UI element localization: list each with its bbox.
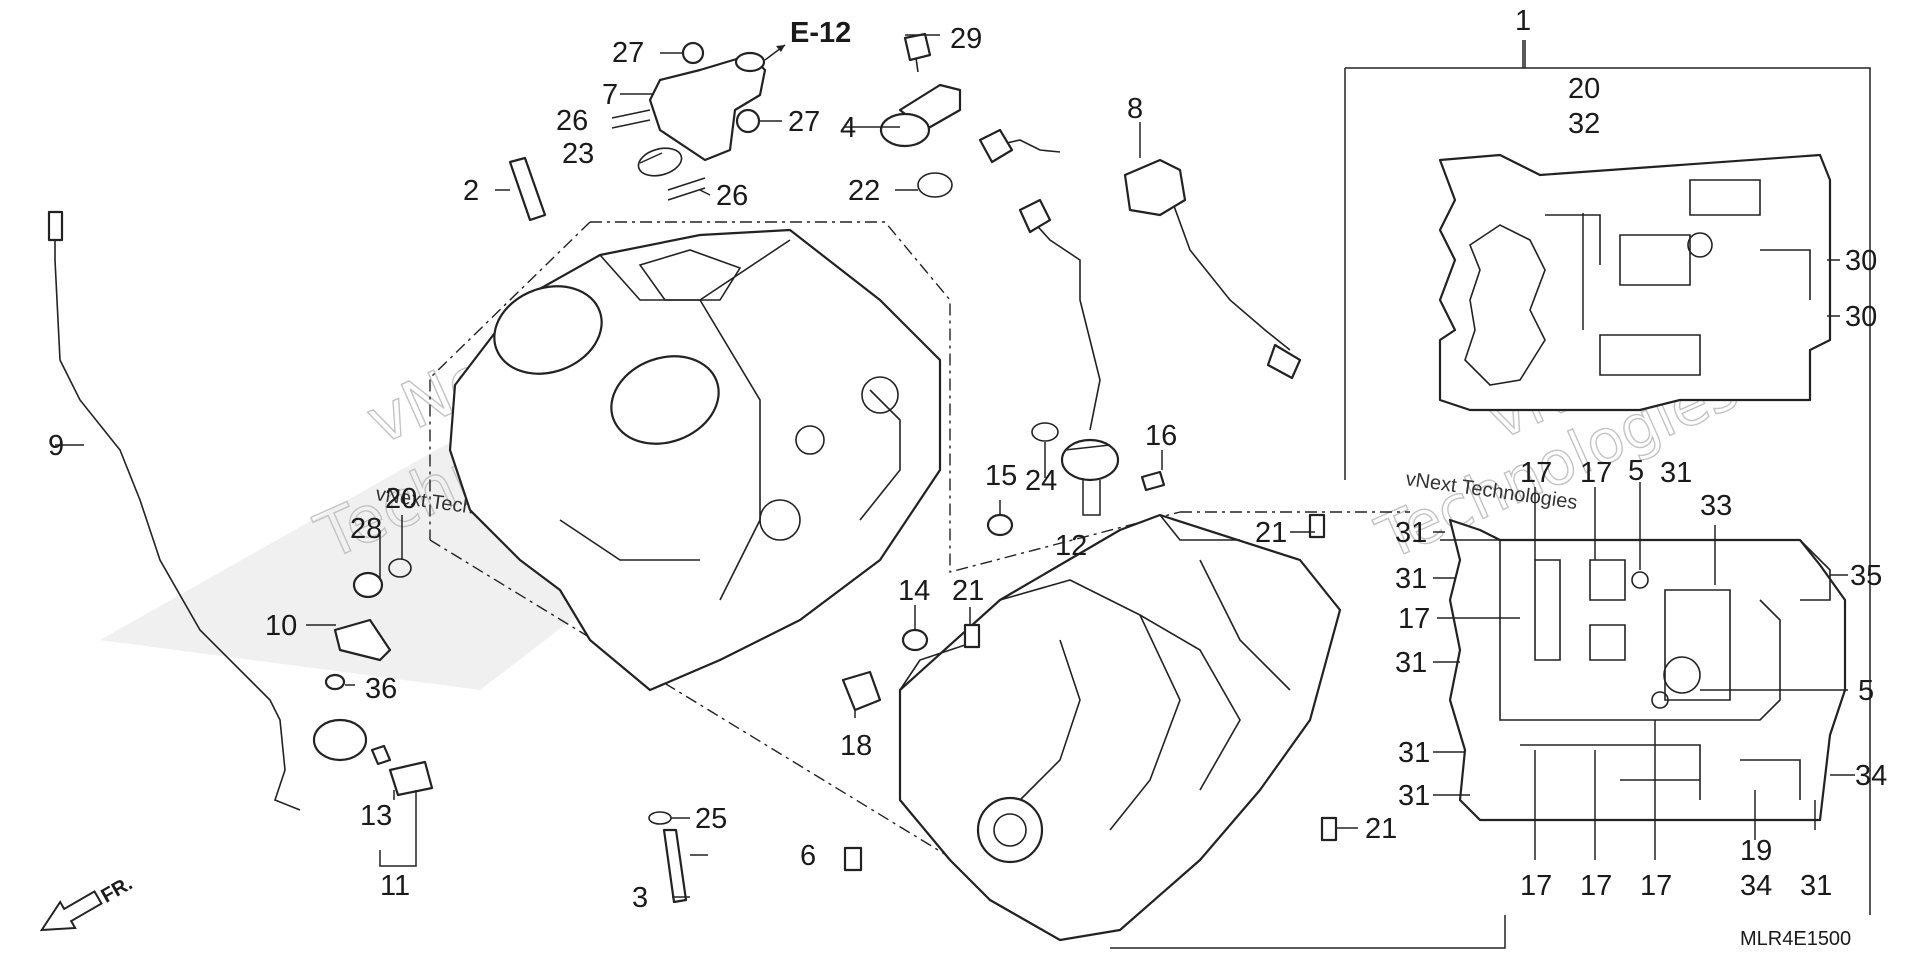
callout-7: 7	[602, 79, 618, 111]
callout-1: 1	[1515, 5, 1531, 37]
callout-14: 14	[898, 575, 930, 607]
callout-3: 3	[632, 882, 648, 914]
upper-crankcase	[448, 228, 942, 692]
callout-10: 10	[265, 610, 297, 642]
callout-26b: 26	[716, 180, 748, 212]
water-pipe-elbow-shape	[648, 53, 767, 162]
callout-30b: 30	[1845, 301, 1877, 333]
callout-17c: 17	[1398, 603, 1430, 635]
lower-case-face	[1448, 518, 1847, 822]
callout-8: 8	[1127, 93, 1143, 125]
callout-6: 6	[800, 840, 816, 872]
lower-crankcase	[898, 513, 1342, 942]
callout-24: 24	[1025, 465, 1057, 497]
callout-22: 22	[848, 175, 880, 207]
callout-labels: 1 2 3 4 5 5 6 7 8 9 10 11 12 13 14 15 16…	[48, 5, 1887, 914]
callout-31g: 31	[1800, 870, 1832, 902]
small-parts	[47, 32, 1338, 904]
callout-32: 32	[1568, 108, 1600, 140]
callout-21b: 21	[952, 575, 984, 607]
callout-9: 9	[48, 430, 64, 462]
callout-30a: 30	[1845, 245, 1877, 277]
reference-e12: E-12	[764, 17, 851, 61]
callout-21a: 21	[1255, 517, 1287, 549]
explode-lines	[429, 221, 1410, 901]
callout-25: 25	[695, 803, 727, 835]
callout-23: 23	[562, 138, 594, 170]
callout-12: 12	[1055, 530, 1087, 562]
callout-34b: 34	[1740, 870, 1772, 902]
callout-33: 33	[1700, 490, 1732, 522]
callout-15: 15	[985, 460, 1017, 492]
callout-4: 4	[840, 112, 856, 144]
part-1-bracket	[1110, 40, 1871, 949]
callout-17b: 17	[1580, 457, 1612, 489]
callout-27b: 27	[788, 106, 820, 138]
leader-lines	[55, 34, 1855, 898]
callout-29: 29	[950, 23, 982, 55]
callout-16: 16	[1145, 420, 1177, 452]
callout-18: 18	[840, 730, 872, 762]
callout-34a: 34	[1855, 760, 1887, 792]
callout-11: 11	[380, 870, 410, 902]
callout-20a: 20	[1568, 73, 1600, 105]
callout-17d: 17	[1520, 870, 1552, 902]
reference-arrow-icon	[776, 45, 785, 52]
callout-21c: 21	[1365, 813, 1397, 845]
callout-17f: 17	[1640, 870, 1672, 902]
callout-31b: 31	[1395, 517, 1427, 549]
callout-36: 36	[365, 673, 397, 705]
drawing-code: MLR4E1500	[1740, 928, 1851, 950]
callout-5a: 5	[1628, 455, 1644, 487]
front-label: FR.	[97, 872, 136, 907]
callout-5b: 5	[1858, 675, 1874, 707]
callout-28: 28	[350, 513, 382, 545]
callout-19: 19	[1740, 835, 1772, 867]
callout-27a: 27	[612, 37, 644, 69]
callout-31a: 31	[1660, 457, 1692, 489]
callout-17a: 17	[1520, 457, 1552, 489]
callout-2: 2	[463, 175, 479, 207]
callout-35: 35	[1850, 560, 1882, 592]
callout-31e: 31	[1398, 737, 1430, 769]
front-direction-marker: FR.	[39, 872, 136, 932]
pipe-end	[734, 51, 766, 73]
callout-31d: 31	[1395, 647, 1427, 679]
callout-26a: 26	[556, 105, 588, 137]
callout-20b: 20	[385, 483, 417, 515]
front-arrow-icon	[39, 890, 103, 932]
upper-case-face	[1438, 153, 1832, 412]
reference-label: E-12	[790, 17, 851, 49]
callout-31f: 31	[1398, 780, 1430, 812]
callout-31c: 31	[1395, 563, 1427, 595]
callout-13: 13	[360, 800, 392, 832]
callout-17e: 17	[1580, 870, 1612, 902]
